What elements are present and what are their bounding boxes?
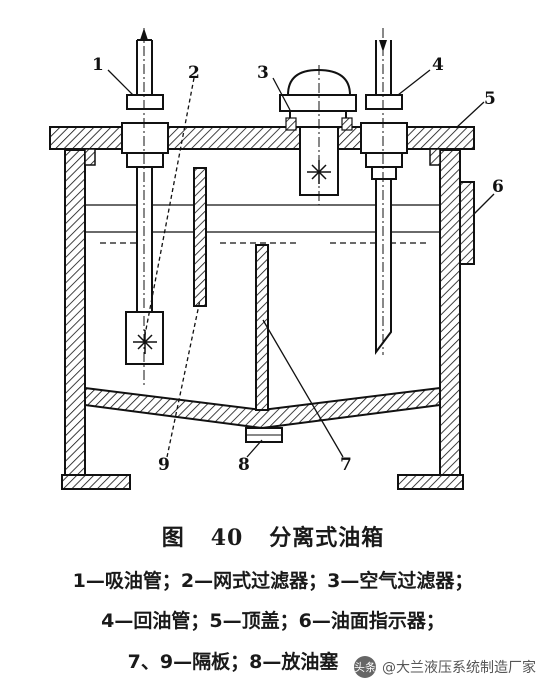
left-wall [64, 149, 86, 486]
legend-line-2: 4—回油管；5—顶盖；6—油面指示器； [101, 610, 445, 632]
left-foot [61, 474, 131, 490]
figure-title: 图 40 分离式油箱 [0, 520, 546, 552]
legend-line-1: 1—吸油管；2—网式过滤器；3—空气过滤器； [72, 570, 474, 592]
right-wall [439, 149, 461, 486]
baffle-7 [255, 244, 269, 411]
suction-pipe [121, 39, 169, 365]
legend-line-3: 7、9—隔板；8—放油塞 [127, 651, 339, 673]
baffle-9 [193, 167, 207, 307]
right-foot [397, 474, 464, 490]
callout-1: 1 [92, 55, 104, 75]
callout-2: 2 [188, 63, 200, 83]
top-cover [49, 126, 475, 150]
watermark-logo-icon: 头条 [354, 656, 376, 678]
figure-prefix: 图 [161, 526, 185, 551]
callout-4: 4 [432, 55, 444, 75]
callout-6: 6 [492, 177, 504, 197]
oil-tank-diagram: 1 2 3 4 5 6 7 8 9 [49, 28, 504, 490]
callout-5: 5 [484, 89, 496, 109]
callout-8: 8 [238, 455, 250, 475]
watermark-text: @大兰液压系统制造厂家 [382, 660, 536, 676]
suction-filter-mesh [133, 330, 157, 354]
return-pipe [360, 40, 408, 355]
callout-3: 3 [257, 63, 269, 83]
figure-number: 40 [210, 525, 244, 551]
figure-name: 分离式油箱 [269, 526, 385, 551]
leader-lines [107, 69, 495, 458]
callout-7: 7 [340, 455, 352, 475]
callout-9: 9 [158, 455, 170, 475]
watermark: 头条 @大兰液压系统制造厂家 [350, 654, 540, 680]
cover-bracket-left [84, 148, 96, 166]
oil-level-indicator [459, 181, 475, 265]
cover-bracket-right [429, 148, 441, 166]
